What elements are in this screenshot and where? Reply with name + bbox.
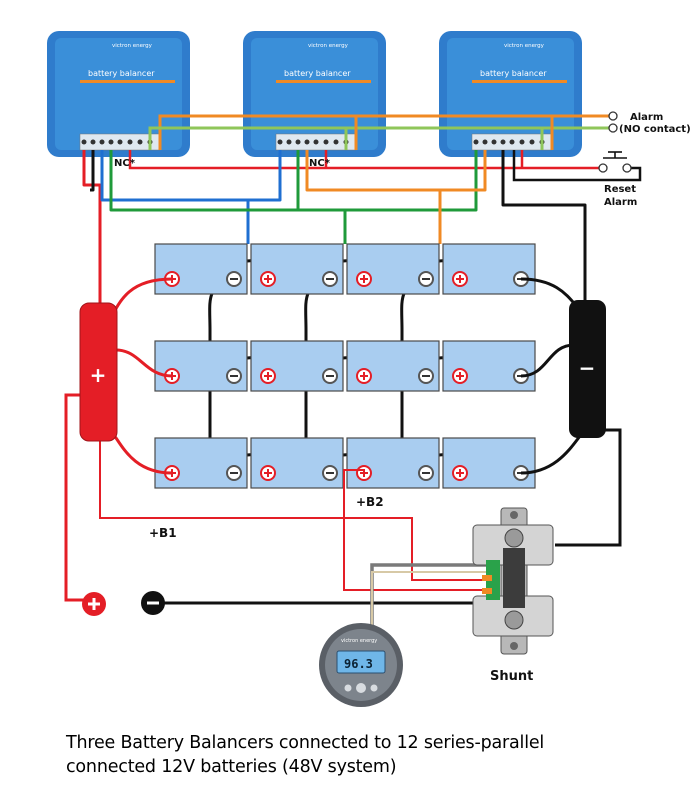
shunt [472, 507, 554, 655]
main-positive-terminal [82, 592, 106, 616]
monitor-brand: victron energy [341, 638, 377, 644]
balancer-1-title: battery balancer [88, 69, 155, 78]
balancer-1-brand: victron energy [112, 43, 153, 49]
battery-monitor: victron energy 96.3 [319, 623, 403, 707]
alarm-terminals [598, 111, 632, 173]
caption-line-1: Three Battery Balancers connected to 12 … [66, 733, 545, 753]
positive-busbar: + [79, 302, 118, 442]
alarm-wires [128, 114, 642, 182]
alarm-label: Alarm [630, 112, 663, 123]
caption-line-2: connected 12V batteries (48V system) [66, 757, 397, 777]
balancer-2-title: battery balancer [284, 69, 351, 78]
positive-busbar-label: + [90, 363, 107, 387]
shunt-label: Shunt [490, 669, 533, 684]
reset-label: Reset [604, 184, 636, 195]
battery-bank [154, 243, 536, 489]
main-negative-terminal [141, 591, 165, 615]
no-contact-label: (NO contact) [619, 124, 691, 135]
b1-label: +B1 [149, 526, 177, 540]
reset-alarm-label: Alarm [604, 197, 637, 208]
balancer-2-brand: victron energy [308, 43, 349, 49]
negative-busbar-label: − [579, 356, 596, 380]
nc-label-1: NC* [114, 158, 136, 169]
balancer-wires [82, 150, 587, 305]
balancer-1: victron energy battery balancer [47, 31, 190, 157]
balancer-3-brand: victron energy [504, 43, 545, 49]
balancer-2: victron energy battery balancer [243, 31, 386, 157]
balancer-3: victron energy battery balancer [439, 31, 582, 157]
b2-label: +B2 [356, 495, 384, 509]
negative-busbar: − [569, 300, 606, 438]
nc-label-2: NC* [309, 158, 331, 169]
monitor-reading: 96.3 [344, 657, 373, 671]
balancer-3-title: battery balancer [480, 69, 547, 78]
figure-caption: Three Battery Balancers connected to 12 … [66, 731, 626, 779]
